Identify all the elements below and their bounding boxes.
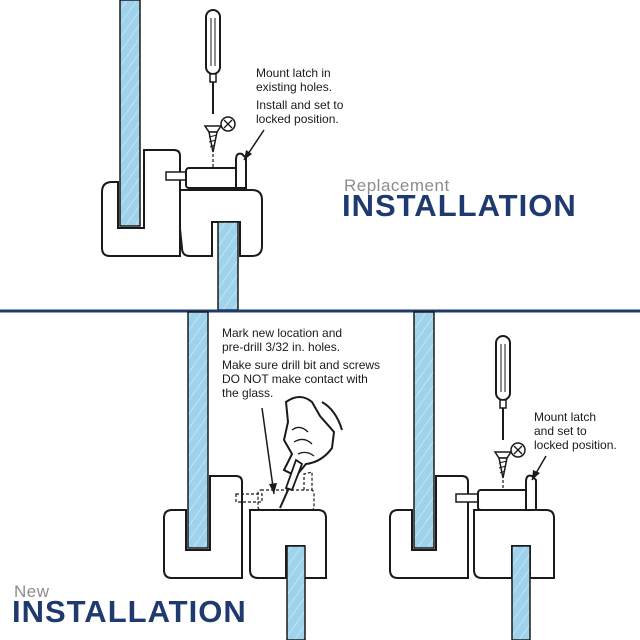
screwdriver-icon — [205, 9, 221, 114]
upper-sash-frame-left — [163, 475, 243, 579]
callout-arrow-right — [531, 455, 547, 481]
replacement-title: INSTALLATION — [342, 188, 577, 223]
window-latch-icon-right — [455, 474, 537, 511]
screw-head-detail-icon-right — [510, 442, 526, 458]
latch-outline-dashed — [235, 471, 315, 511]
new-title: INSTALLATION — [12, 594, 247, 629]
upper-glass-left — [187, 311, 209, 549]
screw-head-detail-icon — [220, 116, 236, 132]
note-drill-warning: Make sure drill bit and screws DO NOT ma… — [222, 358, 381, 400]
screwdriver-icon-right — [495, 335, 511, 440]
screw-icon-right — [493, 451, 513, 490]
callout-arrow — [243, 129, 265, 161]
drill-hand-icon — [279, 396, 343, 509]
new-subtitle: New — [14, 582, 50, 601]
note-mount-existing: Mount latch in existing holes. — [256, 66, 333, 94]
upper-glass — [119, 0, 141, 227]
note-mount-new: Mount latch and set to locked position. — [534, 410, 617, 452]
note-install-lock: Install and set to locked position. — [256, 98, 344, 126]
lower-glass — [217, 221, 239, 311]
upper-glass-right — [413, 311, 435, 549]
window-latch-icon — [165, 152, 247, 189]
lower-glass-right — [511, 545, 531, 640]
note-mark-location: Mark new location and pre-drill 3/32 in.… — [222, 326, 343, 354]
replacement-subtitle: Replacement — [344, 176, 450, 195]
callout-arrow-left — [261, 407, 277, 495]
upper-sash-frame — [101, 149, 181, 257]
upper-sash-frame-right — [389, 475, 469, 579]
screw-icon — [203, 125, 223, 168]
lower-glass-left — [286, 545, 306, 640]
lower-sash-frame — [174, 189, 263, 257]
